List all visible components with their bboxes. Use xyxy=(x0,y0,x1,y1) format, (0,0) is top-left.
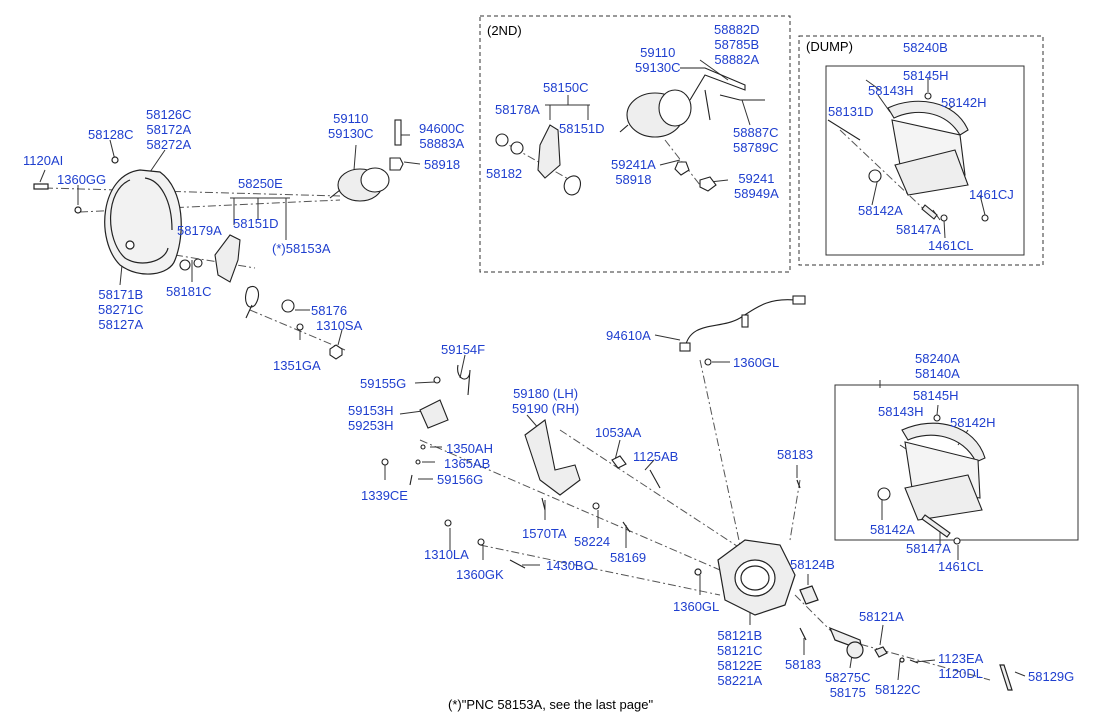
part-label-1310la[interactable]: 1310LA xyxy=(424,547,469,562)
part-label-59241[interactable]: 59241 58949A xyxy=(734,171,779,201)
part-label-58275c[interactable]: 58275C 58175 xyxy=(825,670,871,700)
part-label-58145h-dump2[interactable]: 58145H xyxy=(913,388,959,403)
part-label-1053aa[interactable]: 1053AA xyxy=(595,425,642,440)
part-label-1350ah[interactable]: 1350AH xyxy=(446,441,493,456)
inset-2nd-drawing xyxy=(495,67,765,196)
brake-chamber-drawing xyxy=(329,119,404,202)
part-label-58126c[interactable]: 58126C 58172A 58272A xyxy=(146,107,192,152)
part-label-94610a[interactable]: 94610A xyxy=(606,328,651,343)
part-label-58153a[interactable]: (*)58153A xyxy=(272,241,331,256)
part-label-58224[interactable]: 58224 xyxy=(574,534,611,549)
part-label-58131d[interactable]: 58131D xyxy=(828,104,874,119)
part-label-1123ea[interactable]: 1123EA 1120DL xyxy=(938,651,984,681)
sensor-cable-drawing xyxy=(679,295,806,366)
part-label-1339ce[interactable]: 1339CE xyxy=(361,488,408,503)
part-label-1125ab[interactable]: 1125AB xyxy=(633,449,679,464)
part-label-58151d[interactable]: 58151D xyxy=(233,216,279,231)
part-label-58151d-2nd[interactable]: 58151D xyxy=(559,121,605,136)
part-label-58142a-dump1[interactable]: 58142A xyxy=(858,203,903,218)
part-label-59110-2nd[interactable]: 59110 59130C xyxy=(635,45,681,75)
part-label-58129g[interactable]: 58129G xyxy=(1028,669,1075,684)
part-label-1461cj[interactable]: 1461CJ xyxy=(969,187,1014,202)
part-label-1365ab[interactable]: 1365AB xyxy=(444,456,491,471)
part-label-94600c[interactable]: 94600C 58883A xyxy=(419,121,465,151)
part-label-58882d[interactable]: 58882D 58785B 58882A xyxy=(714,22,760,67)
part-label-58147a-dump2[interactable]: 58147A xyxy=(906,541,951,556)
part-label-1570ta[interactable]: 1570TA xyxy=(522,526,567,541)
bracket-drawing xyxy=(381,364,661,569)
part-label-58143h-dump2[interactable]: 58143H xyxy=(878,404,924,419)
part-label-1120ai[interactable]: 1120AI xyxy=(23,153,64,168)
part-label-1310sa[interactable]: 1310SA xyxy=(316,318,363,333)
part-label-58183-upper[interactable]: 58183 xyxy=(777,447,814,462)
dump-shoe-box-1 xyxy=(825,65,1025,256)
part-label-58147a-dump1[interactable]: 58147A xyxy=(896,222,941,237)
part-label-1461cl-dump1[interactable]: 1461CL xyxy=(928,238,974,253)
part-label-58240b[interactable]: 58240B xyxy=(903,40,948,55)
part-label-58250e[interactable]: 58250E xyxy=(238,176,283,191)
part-label-58121a[interactable]: 58121A xyxy=(859,609,904,624)
part-label-58240a[interactable]: 58240A 58140A xyxy=(915,351,960,381)
part-label-58918[interactable]: 58918 xyxy=(424,157,461,172)
brake-shoe-dump-2 xyxy=(877,414,986,545)
inset-dump-title: (DUMP) xyxy=(806,39,853,54)
part-label-59156g[interactable]: 59156G xyxy=(437,472,484,487)
part-label-58145h-dump1[interactable]: 58145H xyxy=(903,68,949,83)
inset-2nd-title: (2ND) xyxy=(487,23,522,38)
part-label-58183-lower[interactable]: 58183 xyxy=(785,657,822,672)
part-label-58128c[interactable]: 58128C xyxy=(88,127,134,142)
part-label-59241a[interactable]: 59241A 58918 xyxy=(611,157,656,187)
inset-2nd-frame xyxy=(479,15,791,273)
part-label-58124b[interactable]: 58124B xyxy=(790,557,835,572)
part-label-59180[interactable]: 59180 (LH) 59190 (RH) xyxy=(512,386,580,416)
part-label-1461cl-dump2[interactable]: 1461CL xyxy=(938,559,984,574)
part-label-58142h-dump2[interactable]: 58142H xyxy=(950,415,996,430)
backing-plate-drawing xyxy=(33,156,182,275)
part-label-58169[interactable]: 58169 xyxy=(610,550,647,565)
part-label-1351ga[interactable]: 1351GA xyxy=(273,358,321,373)
part-label-58178a[interactable]: 58178A xyxy=(495,102,540,117)
inset-dump-frame xyxy=(798,35,1044,266)
part-label-1360gk[interactable]: 1360GK xyxy=(456,567,504,582)
part-label-1360gl-upper[interactable]: 1360GL xyxy=(733,355,780,370)
part-label-58887c[interactable]: 58887C 58789C xyxy=(733,125,779,155)
footer-note: (*)"PNC 58153A, see the last page" xyxy=(448,697,654,712)
part-label-58182[interactable]: 58182 xyxy=(486,166,523,181)
part-label-58181c[interactable]: 58181C xyxy=(166,284,212,299)
brake-shoe-dump-1 xyxy=(827,92,989,222)
anchor-plate-drawing xyxy=(694,479,1013,691)
part-label-1360gg[interactable]: 1360GG xyxy=(57,172,107,187)
part-label-58142a-dump2[interactable]: 58142A xyxy=(870,522,915,537)
part-label-58122c[interactable]: 58122C xyxy=(875,682,921,697)
part-label-58143h-dump1[interactable]: 58143H xyxy=(868,83,914,98)
part-label-1430bo[interactable]: 1430BO xyxy=(546,558,594,573)
part-label-58142h-dump1[interactable]: 58142H xyxy=(941,95,987,110)
part-label-58179a[interactable]: 58179A xyxy=(177,223,222,238)
part-label-59155g[interactable]: 59155G xyxy=(360,376,407,391)
part-label-1360gl-lower[interactable]: 1360GL xyxy=(673,599,720,614)
part-label-58121b[interactable]: 58121B 58121C 58122E 58221A xyxy=(717,628,763,688)
part-label-58176[interactable]: 58176 xyxy=(311,303,348,318)
part-label-59110[interactable]: 59110 59130C xyxy=(328,111,374,141)
part-label-59154f[interactable]: 59154F xyxy=(441,342,486,357)
part-label-59153h[interactable]: 59153H 59253H xyxy=(348,403,394,433)
part-label-58171b[interactable]: 58171B 58271C 58127A xyxy=(98,287,144,332)
slack-adjuster-drawing xyxy=(179,234,343,360)
part-label-58150c[interactable]: 58150C xyxy=(543,80,589,95)
